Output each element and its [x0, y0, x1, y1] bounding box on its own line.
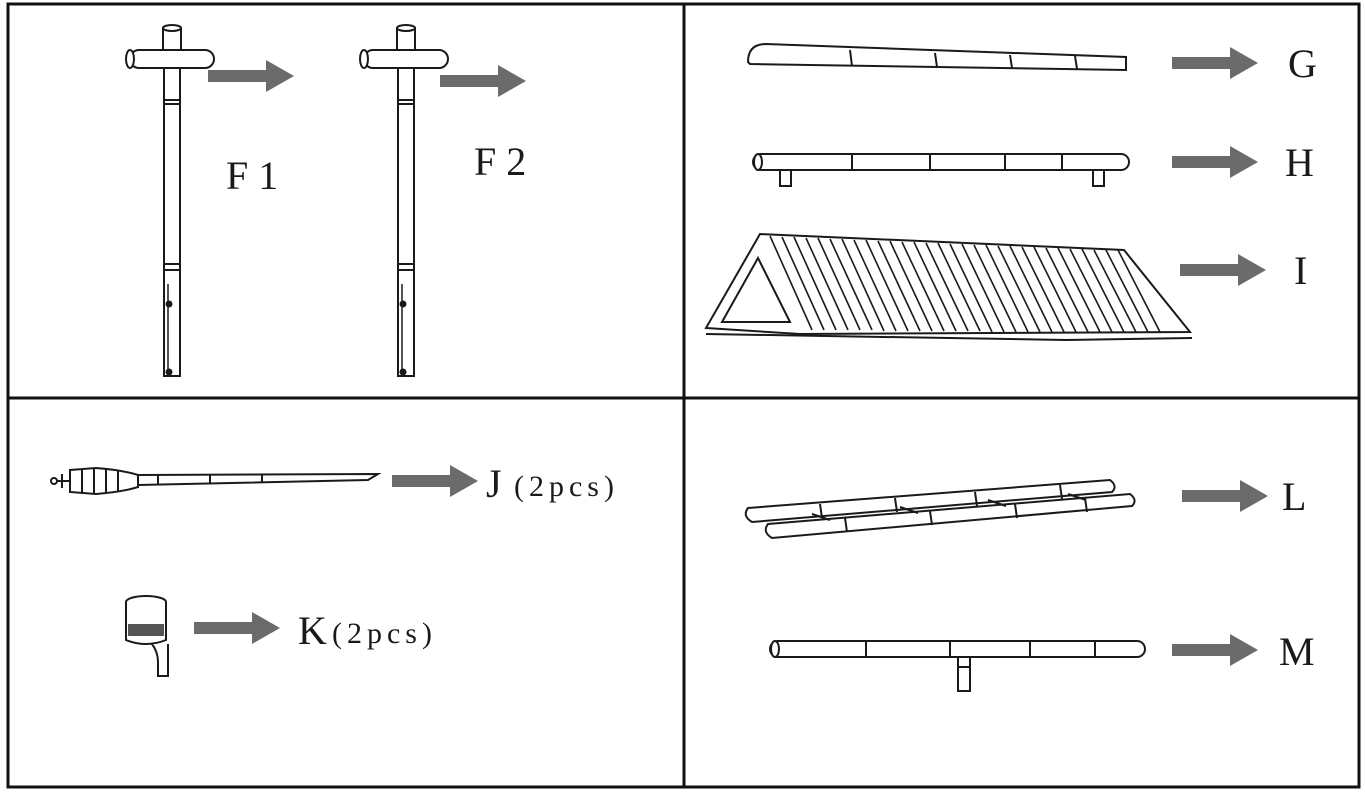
- bell-pole-icon: [50, 466, 382, 496]
- arrow-right-icon: [194, 612, 280, 644]
- label-k-qty: (2pcs): [332, 617, 437, 650]
- label-i: I: [1294, 248, 1308, 293]
- label-j: J: [486, 461, 502, 506]
- arrow-right-icon: [1182, 480, 1268, 512]
- cup-bracket-icon: [125, 595, 169, 677]
- label-f1: F 1: [226, 153, 279, 198]
- arrow-right-icon: [1172, 47, 1258, 79]
- arrow-right-icon: [1172, 146, 1258, 178]
- arrow-right-icon: [1180, 254, 1266, 286]
- rail-icon: [746, 42, 1127, 72]
- post-icon: [359, 24, 449, 377]
- label-h: H: [1285, 140, 1314, 185]
- label-m: M: [1279, 629, 1315, 674]
- arrow-right-icon: [1172, 634, 1258, 666]
- label-f2: F 2: [474, 139, 527, 184]
- post-icon: [125, 24, 215, 377]
- label-l: L: [1282, 474, 1307, 519]
- roof-ramp-icon: [704, 232, 1193, 342]
- label-j-qty: (2pcs): [514, 470, 619, 503]
- bar-icon: [752, 153, 1130, 187]
- double-rail-icon: [744, 478, 1136, 540]
- arrow-right-icon: [440, 65, 526, 97]
- arrow-right-icon: [208, 60, 294, 92]
- tee-bar-icon: [769, 640, 1146, 692]
- label-g: G: [1288, 41, 1317, 86]
- arrow-right-icon: [392, 465, 478, 497]
- label-k: K: [298, 608, 327, 653]
